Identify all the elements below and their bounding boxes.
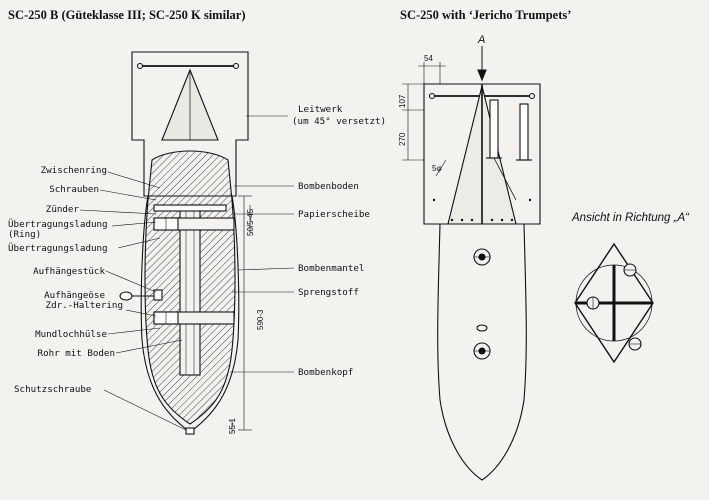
dim-5phi: 5φ xyxy=(432,164,442,173)
label-schrauben: Schrauben xyxy=(49,184,99,195)
right-leader-lines xyxy=(230,115,295,373)
label-schutzschraube: Schutzschraube xyxy=(14,384,92,395)
arrow-a-label: A xyxy=(478,34,486,46)
left-bomb xyxy=(119,51,252,435)
label-leitwerk: Leitwerk xyxy=(298,104,343,115)
label-aufhaengestueck: Aufhängestück xyxy=(33,266,105,277)
label-papierscheibe: Papierscheibe xyxy=(298,209,370,220)
dim-107: 107 xyxy=(398,94,407,108)
label-uebertragungsladung-ring-1: Übertragungsladung xyxy=(8,219,108,230)
view-a-title: Ansicht in Richtung „A“ xyxy=(572,212,689,224)
dim-270: 270 xyxy=(398,132,407,146)
label-zwischenring: Zwischenring xyxy=(40,165,107,176)
dim-54: 54 xyxy=(424,54,433,63)
view-a-diagram xyxy=(574,242,654,364)
dim-590: 590-3 xyxy=(256,309,265,330)
label-bombenmantel: Bombenmantel xyxy=(298,263,365,274)
title-right: SC-250 with ‘Jericho Trumpets’ xyxy=(400,8,572,22)
dim-50: 50/5-45 xyxy=(246,208,255,236)
label-bombenboden: Bombenboden xyxy=(298,181,359,192)
label-bombenkopf: Bombenkopf xyxy=(298,367,354,378)
label-zdr-haltering: Zdr.-Haltering xyxy=(45,300,123,311)
label-mundlochhuelse: Mundlochhülse xyxy=(35,329,107,340)
left-leader-lines xyxy=(79,171,187,431)
label-rohr-mit-boden: Rohr mit Boden xyxy=(37,348,115,359)
dim-55: 55-1 xyxy=(228,417,237,434)
title-left: SC-250 B (Güteklasse III; SC-250 K simil… xyxy=(8,8,246,22)
right-bomb xyxy=(402,46,541,481)
label-aufhaengeoese: Aufhängeöse xyxy=(44,290,105,301)
label-sprengstoff: Sprengstoff xyxy=(298,287,359,298)
label-uebertragungsladung: Übertragungsladung xyxy=(8,243,108,254)
label-leitwerk-note: (um 45° versetzt) xyxy=(292,116,387,127)
label-uebertragungsladung-ring-2: (Ring) xyxy=(8,229,42,240)
label-zuender: Zünder xyxy=(45,204,79,215)
